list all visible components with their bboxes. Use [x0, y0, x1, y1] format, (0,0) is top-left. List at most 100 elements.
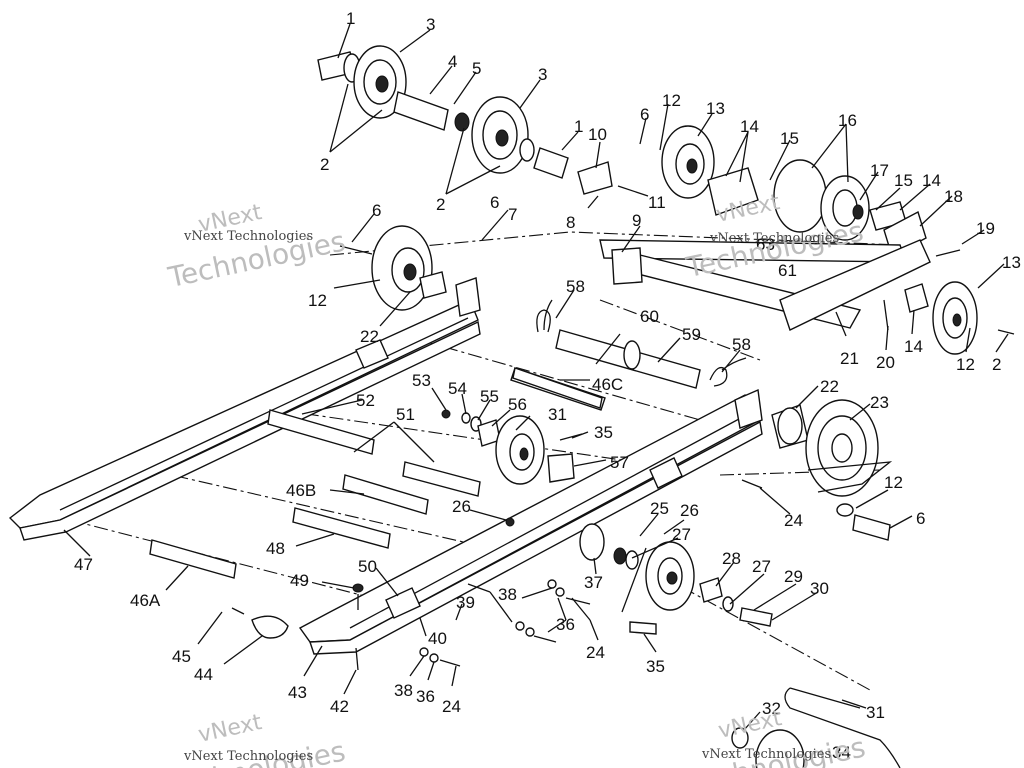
- svg-text:Technologies: Technologies: [682, 214, 866, 284]
- callout-17: 17: [870, 161, 889, 180]
- callout-27: 27: [672, 525, 691, 544]
- callout-16: 16: [838, 111, 857, 130]
- callout-47: 47: [74, 555, 93, 574]
- callout-6: 6: [490, 193, 499, 212]
- callout-36: 36: [416, 687, 435, 706]
- callout-58: 58: [732, 335, 751, 354]
- callout-18: 18: [944, 187, 963, 206]
- callout-23: 23: [870, 393, 889, 412]
- callout-58: 58: [566, 277, 585, 296]
- callout-1: 1: [346, 9, 355, 28]
- callout-32: 32: [762, 699, 781, 718]
- callout-27: 27: [752, 557, 771, 576]
- callout-2: 2: [992, 355, 1001, 374]
- callout-14: 14: [904, 337, 923, 356]
- callout-13: 13: [1002, 253, 1021, 272]
- callout-31: 31: [866, 703, 885, 722]
- callout-2: 2: [436, 195, 445, 214]
- watermark-inline-right: vNext Technologies: [709, 231, 839, 246]
- callout-36: 36: [556, 615, 575, 634]
- callout-44: 44: [194, 665, 213, 684]
- rear-suspension-frame: [599, 125, 1015, 355]
- callout-13: 13: [706, 99, 725, 118]
- callout-3: 3: [426, 15, 435, 34]
- callout-35: 35: [594, 423, 613, 442]
- center-shock-shaft: [510, 299, 747, 411]
- callout-46C: 46C: [592, 375, 623, 394]
- callout-43: 43: [288, 683, 307, 702]
- callout-34: 34: [832, 743, 851, 762]
- callout-38: 38: [394, 681, 413, 700]
- callout-49: 49: [290, 571, 309, 590]
- callout-29: 29: [784, 567, 803, 586]
- callout-15: 15: [894, 171, 913, 190]
- callout-50: 50: [358, 557, 377, 576]
- cross-shafts: [149, 367, 603, 579]
- callout-61: 61: [778, 261, 797, 280]
- callout-38: 38: [498, 585, 517, 604]
- callout-10: 10: [588, 125, 607, 144]
- callout-3: 3: [538, 65, 547, 84]
- callout-14: 14: [740, 117, 759, 136]
- right-slide-rail: [298, 388, 763, 655]
- left-slide-rail: [8, 277, 481, 541]
- callout-6: 6: [372, 201, 381, 220]
- callout-63: 63: [756, 235, 775, 254]
- callout-35: 35: [646, 657, 665, 676]
- callout-54: 54: [448, 379, 467, 398]
- callout-26: 26: [680, 501, 699, 520]
- callout-12: 12: [308, 291, 327, 310]
- callout-11: 11: [648, 193, 666, 212]
- callout-28: 28: [722, 549, 741, 568]
- callout-24: 24: [442, 697, 461, 716]
- callout-15: 15: [780, 129, 799, 148]
- callout-9: 9: [632, 211, 641, 230]
- front-idler-wheel: [339, 225, 447, 311]
- callout-37: 37: [584, 573, 603, 592]
- callout-12: 12: [662, 91, 681, 110]
- callout-24: 24: [784, 511, 803, 530]
- callout-26: 26: [452, 497, 471, 516]
- callout-45: 45: [172, 647, 191, 666]
- callout-57: 57: [610, 453, 629, 472]
- callout-7: 7: [508, 205, 517, 224]
- callout-39: 39: [456, 593, 475, 612]
- upper-axle-assembly: [317, 45, 613, 195]
- callout-12: 12: [884, 473, 903, 492]
- callout-21: 21: [840, 349, 859, 368]
- callout-labels: 1 3 4 5 3 2 2 1 10 11 8 6 12 13 14 15 16…: [74, 9, 1021, 762]
- callout-30: 30: [810, 579, 829, 598]
- watermark-inline-bottom-left: vNext Technologies: [183, 749, 313, 764]
- rail-hardware: [231, 517, 591, 671]
- callout-59: 59: [682, 325, 701, 344]
- callout-1: 1: [574, 117, 583, 136]
- callout-12: 12: [956, 355, 975, 374]
- callout-42: 42: [330, 697, 349, 716]
- callout-14: 14: [922, 171, 941, 190]
- svg-text:vNext: vNext: [196, 710, 264, 748]
- callout-8: 8: [566, 213, 575, 232]
- watermark-inline-left: vNext Technologies: [183, 229, 313, 244]
- callout-24: 24: [586, 643, 605, 662]
- callout-22: 22: [820, 377, 839, 396]
- callout-40: 40: [428, 629, 447, 648]
- lower-wheel-assembly: [579, 523, 773, 635]
- callout-46A: 46A: [130, 591, 161, 610]
- callout-31: 31: [548, 405, 567, 424]
- callout-20: 20: [876, 353, 895, 372]
- callout-6: 6: [916, 509, 925, 528]
- middle-wheel-assembly: [441, 409, 583, 485]
- callout-6: 6: [640, 105, 649, 124]
- callout-51: 51: [396, 405, 415, 424]
- watermark-inline-bottom-right: vNext Technologies: [701, 747, 831, 762]
- callout-5: 5: [472, 59, 481, 78]
- callout-55: 55: [480, 387, 499, 406]
- rear-wheel-assembly: [741, 399, 893, 541]
- leader-lines: [63, 23, 1009, 731]
- callout-19: 19: [976, 219, 995, 238]
- callout-2: 2: [320, 155, 329, 174]
- callout-4: 4: [448, 52, 457, 71]
- callout-53: 53: [412, 371, 431, 390]
- callout-52: 52: [356, 391, 375, 410]
